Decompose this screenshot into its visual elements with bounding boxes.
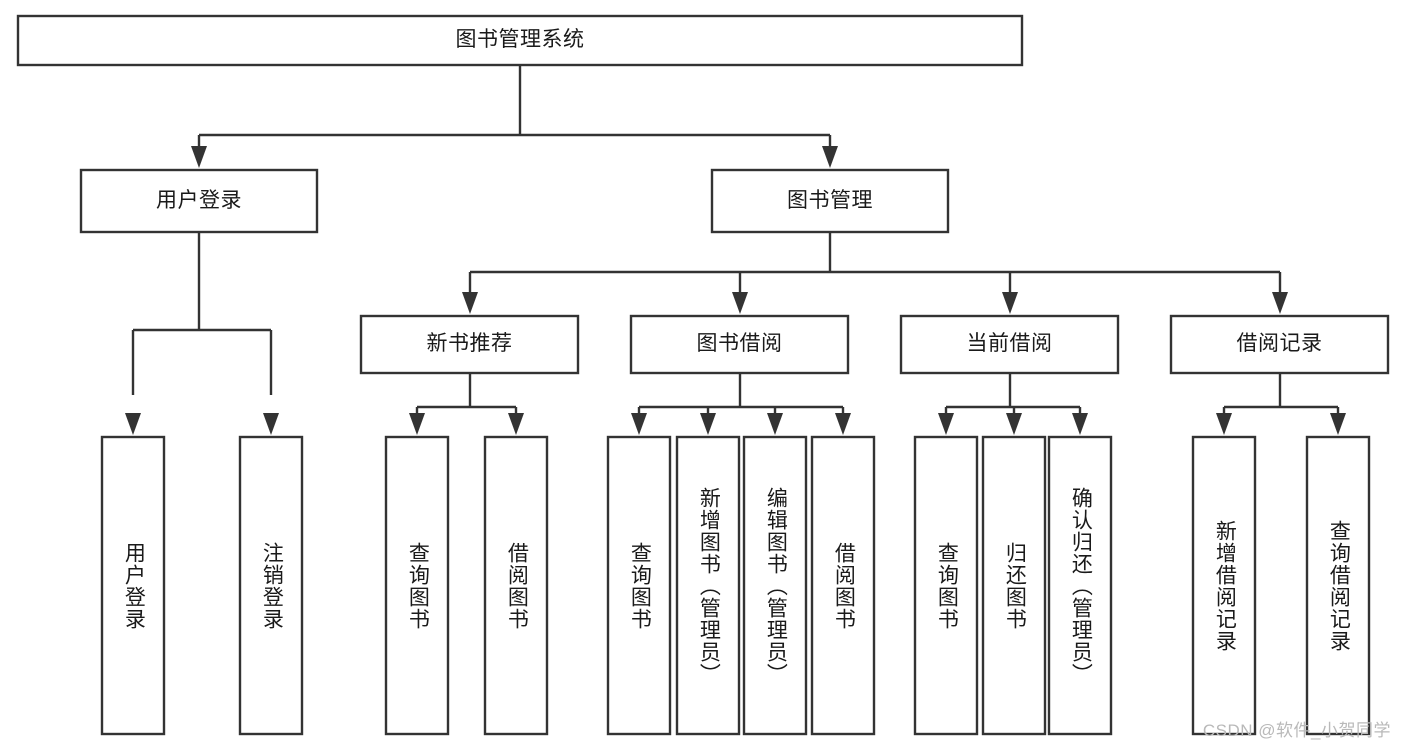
arrow-icon-leaf-br-query — [1330, 413, 1346, 435]
node-box-leaf-bb-query[interactable] — [606, 435, 672, 736]
node-box-book-manage[interactable] — [710, 168, 950, 234]
node-box-leaf-cb-return[interactable] — [981, 435, 1047, 736]
arrow-icon-leaf-bb-edit — [767, 413, 783, 435]
arrow-icon-leaf-nb-query — [409, 413, 425, 435]
node-box-user-login[interactable] — [79, 168, 319, 234]
node-box-new-book-recommend[interactable] — [359, 314, 580, 375]
node-box-leaf-nb-query[interactable] — [384, 435, 450, 736]
arrow-icon-leaf-cb-return — [1006, 413, 1022, 435]
node-box-borrow-record[interactable] — [1169, 314, 1390, 375]
node-box-leaf-br-query[interactable] — [1305, 435, 1371, 736]
node-box-book-borrow[interactable] — [629, 314, 850, 375]
node-box-current-borrow[interactable] — [899, 314, 1120, 375]
arrow-icon-current-borrow — [1002, 292, 1018, 314]
arrow-icon-leaf-bb-borrow — [835, 413, 851, 435]
csdn-watermark: CSDN @软件_小贺同学 — [1202, 721, 1391, 740]
arrow-icon-user-login — [191, 146, 207, 168]
arrow-icon-leaf-br-add — [1216, 413, 1232, 435]
node-box-leaf-user-login[interactable] — [100, 435, 166, 736]
node-box-leaf-bb-borrow[interactable] — [810, 435, 876, 736]
node-box-leaf-cb-confirm[interactable] — [1047, 435, 1113, 736]
arrow-icon-leaf-user-login — [125, 413, 141, 435]
arrow-icon-leaf-bb-query — [631, 413, 647, 435]
arrow-icon-leaf-cb-query — [938, 413, 954, 435]
node-box-leaf-logout[interactable] — [238, 435, 304, 736]
node-box-layer — [16, 14, 1390, 736]
arrow-icon-leaf-cb-confirm — [1072, 413, 1088, 435]
node-box-leaf-bb-add[interactable] — [675, 435, 741, 736]
arrow-icon-leaf-logout — [263, 413, 279, 435]
arrow-icon-leaf-bb-add — [700, 413, 716, 435]
node-box-root[interactable] — [16, 14, 1024, 67]
arrow-icon-new-book — [462, 292, 478, 314]
node-box-leaf-nb-borrow[interactable] — [483, 435, 549, 736]
node-box-leaf-br-add[interactable] — [1191, 435, 1257, 736]
arrow-icon-borrow-record — [1272, 292, 1288, 314]
node-box-leaf-bb-edit[interactable] — [742, 435, 808, 736]
arrow-icon-book-manage — [822, 146, 838, 168]
node-box-leaf-cb-query[interactable] — [913, 435, 979, 736]
arrow-icon-book-borrow — [732, 292, 748, 314]
arrow-icon-leaf-nb-borrow — [508, 413, 524, 435]
